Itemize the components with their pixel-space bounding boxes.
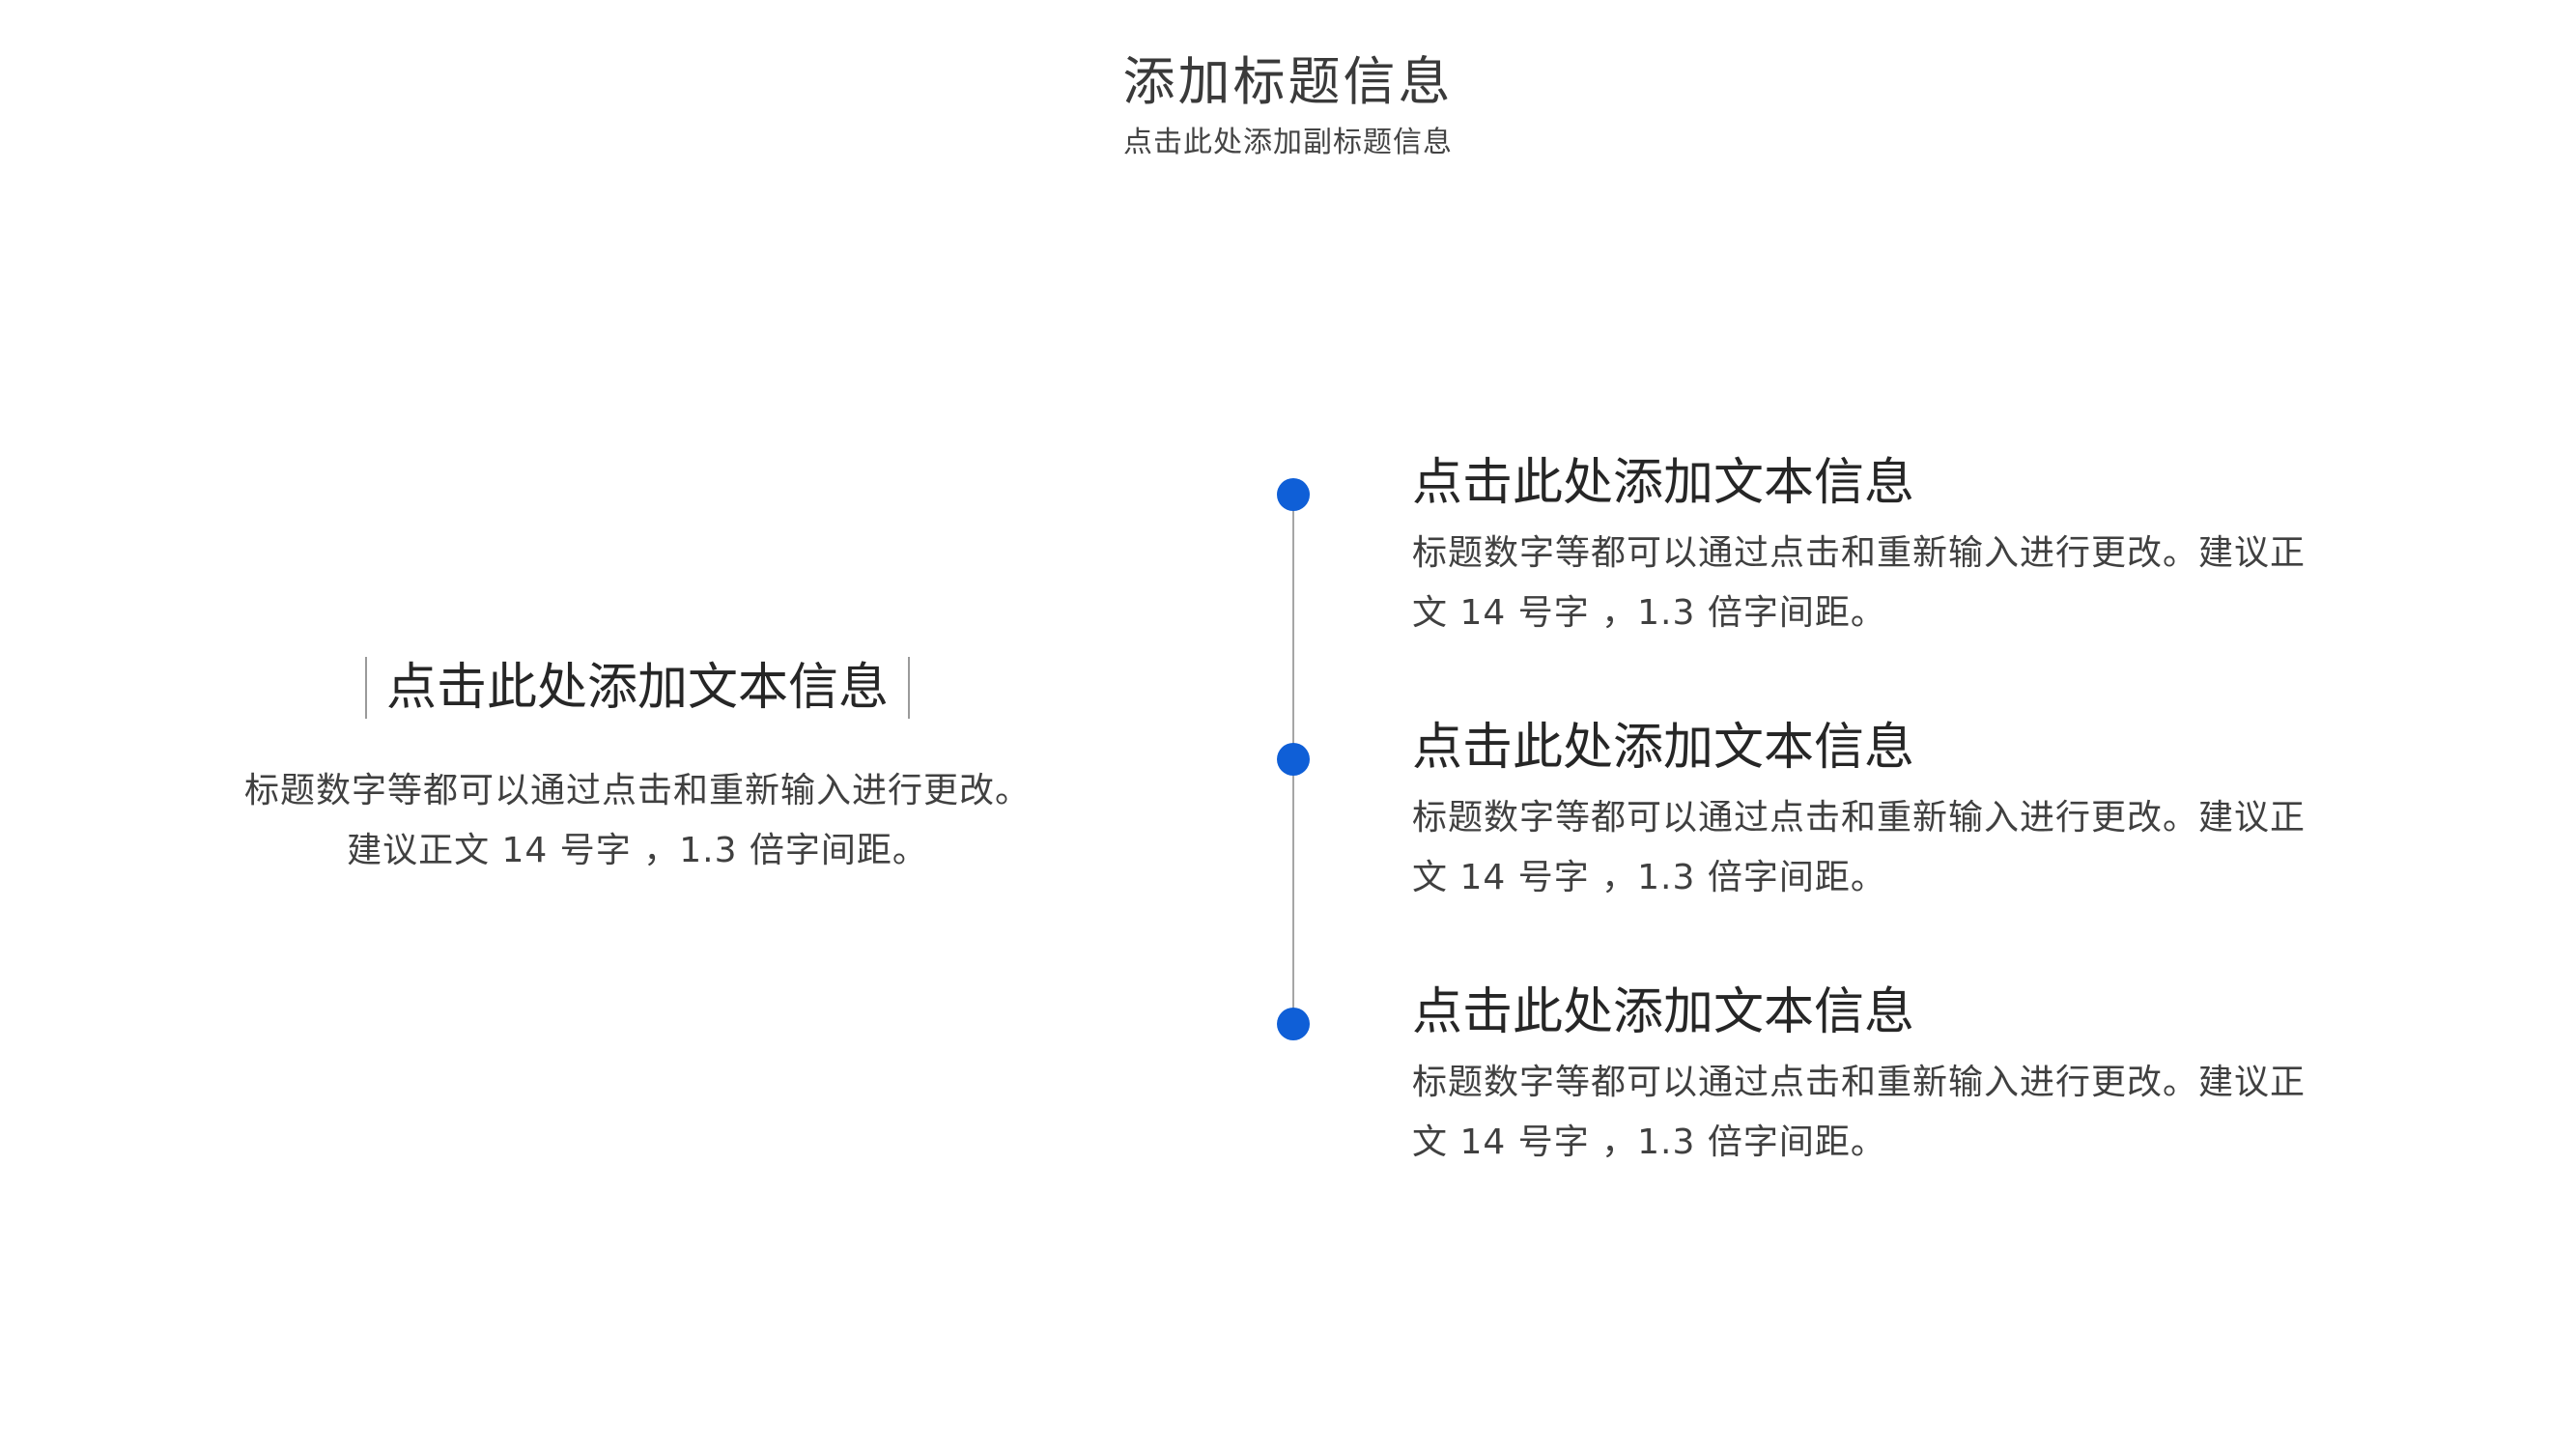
timeline-dot-3 [1277,1008,1310,1040]
slide-title[interactable]: 添加标题信息 [1122,51,1454,112]
timeline-item-heading[interactable]: 点击此处添加文本信息 [1412,983,1915,1041]
timeline-item-body[interactable]: 标题数字等都可以通过点击和重新输入进行更改。建议正文 14 号字 ，1.3 倍字… [1412,798,2307,897]
left-heading[interactable]: 点击此处添加文本信息 [385,659,889,717]
timeline-item-heading[interactable]: 点击此处添加文本信息 [1412,454,1915,512]
timeline-item-body[interactable]: 标题数字等都可以通过点击和重新输入进行更改。建议正文 14 号字 ，1.3 倍字… [1412,1063,2307,1162]
timeline-item-1: 点击此处添加文本信息 标题数字等都可以通过点击和重新输入进行更改。建议正文 14… [1412,452,2339,643]
timeline-item-3: 点击此处添加文本信息 标题数字等都可以通过点击和重新输入进行更改。建议正文 14… [1412,981,2339,1173]
left-body-text[interactable]: 标题数字等都可以通过点击和重新输入进行更改。建议正文 14 号字 ，1.3 倍字… [243,771,1031,870]
timeline-item-body[interactable]: 标题数字等都可以通过点击和重新输入进行更改。建议正文 14 号字 ，1.3 倍字… [1412,533,2307,633]
timeline-item-2: 点击此处添加文本信息 标题数字等都可以通过点击和重新输入进行更改。建议正文 14… [1412,717,2339,908]
slide-subtitle[interactable]: 点击此处添加副标题信息 [1123,126,1453,159]
right-heading-divider [908,657,910,719]
timeline-dot-2 [1277,743,1310,776]
timeline-dot-1 [1277,478,1310,511]
left-text-block: 点击此处添加文本信息 标题数字等都可以通过点击和重新输入进行更改。建议正文 14… [232,657,1043,881]
slide-header: 添加标题信息 点击此处添加副标题信息 [0,48,2576,162]
timeline-item-heading[interactable]: 点击此处添加文本信息 [1412,719,1915,777]
left-heading-divider [364,657,367,719]
left-heading-group: 点击此处添加文本信息 [364,657,910,719]
